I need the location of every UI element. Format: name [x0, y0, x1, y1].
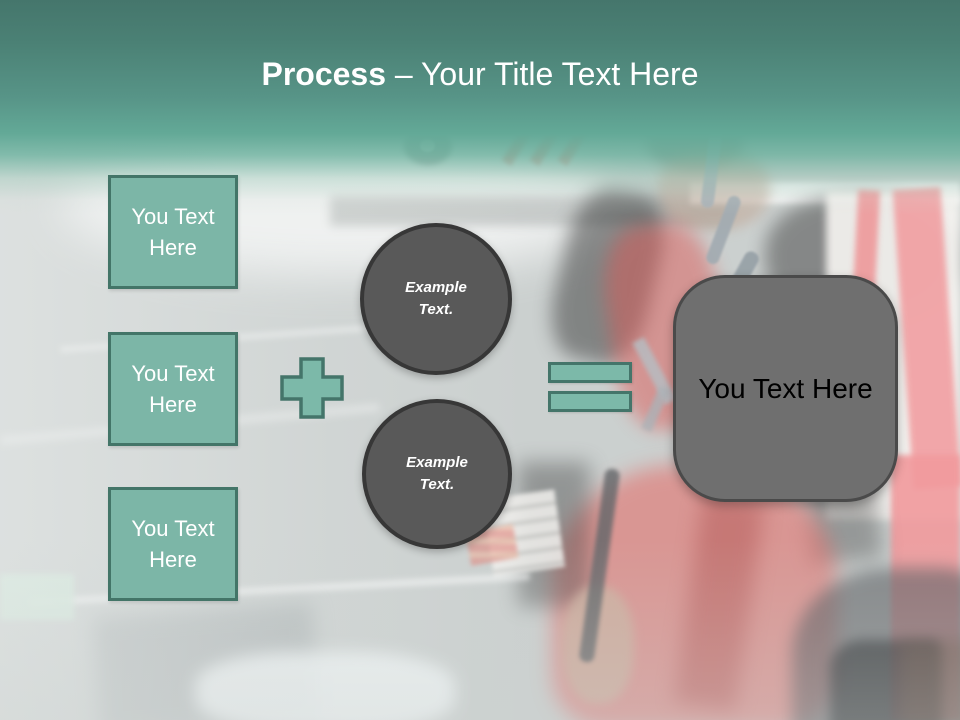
equals-icon: [548, 362, 632, 412]
example-circle-2-label: Example Text.: [406, 453, 468, 494]
equals-bar-top: [548, 362, 632, 383]
input-box-2-label: You Text Here: [131, 360, 215, 417]
result-box-label: You Text Here: [698, 372, 873, 404]
input-box-1-label: You Text Here: [131, 203, 215, 260]
equals-bar-bottom: [548, 391, 632, 412]
slide-title: Process – Your Title Text Here: [0, 56, 960, 93]
example-circle-2: Example Text.: [362, 399, 512, 549]
plus-icon: [280, 357, 344, 419]
result-box: You Text Here: [673, 275, 898, 502]
example-circle-1: Example Text.: [360, 223, 512, 375]
input-box-2: You Text Here: [108, 332, 238, 446]
title-subtitle: – Your Title Text Here: [386, 56, 699, 92]
input-box-3-label: You Text Here: [131, 515, 215, 572]
example-circle-1-label: Example Text.: [405, 278, 467, 319]
input-box-1: You Text Here: [108, 175, 238, 289]
input-box-3: You Text Here: [108, 487, 238, 601]
title-keyword: Process: [261, 56, 387, 92]
